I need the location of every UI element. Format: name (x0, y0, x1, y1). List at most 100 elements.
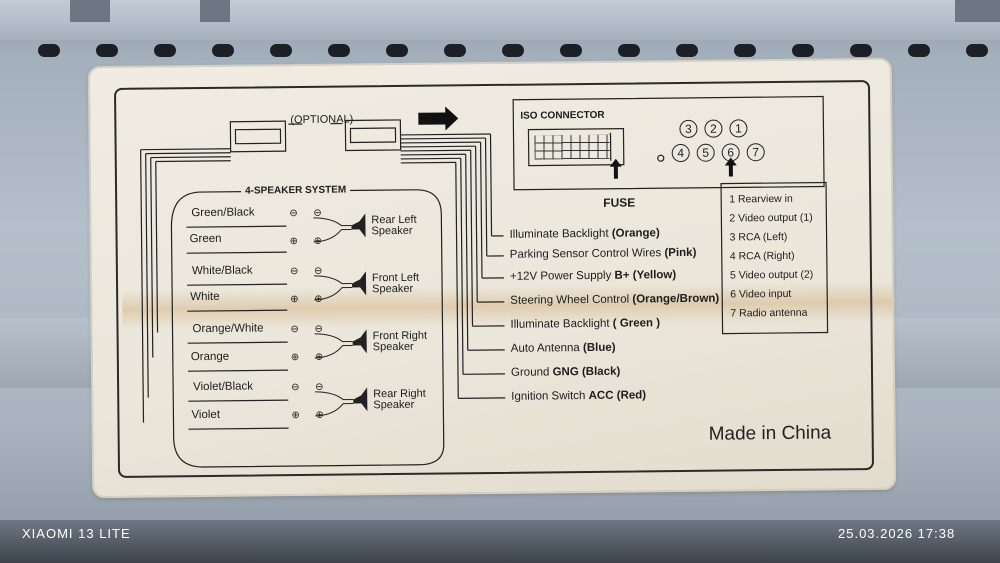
speaker-icon (352, 271, 367, 296)
wire-color: GNG (Black) (552, 365, 621, 379)
iso-plug (527, 128, 625, 167)
svg-text:⊖: ⊖ (315, 382, 324, 393)
svg-text:⊖: ⊖ (290, 266, 299, 277)
svg-text:⊕: ⊕ (314, 236, 323, 247)
vent-hole (734, 44, 756, 57)
iso-box (512, 95, 825, 191)
wire-color: (Blue) (582, 341, 616, 355)
speaker-wire-label: Violet/Black (193, 380, 254, 394)
pin-number: 5 (696, 143, 715, 162)
wire-label: +12V Power Supply B+ (Yellow) (510, 269, 676, 283)
svg-text:⊕: ⊕ (315, 410, 324, 421)
optional-label: (OPTIONAL) (290, 113, 354, 127)
speaker-icon (352, 329, 367, 354)
wire-label: Steering Wheel Control (Orange/Brown) (510, 293, 719, 307)
speaker-wire-label: White (190, 290, 220, 304)
wire-label: Illuminate Backlight (Orange) (509, 227, 659, 241)
svg-text:⊕: ⊕ (291, 410, 300, 421)
speaker-label-line2: Speaker (373, 398, 415, 412)
pin-number: 3 (679, 119, 698, 139)
speaker-group-box (170, 189, 445, 468)
wire-name: Steering Wheel Control (510, 293, 633, 307)
legend-item: 3 RCA (Left) (729, 230, 788, 244)
vent-hole (908, 44, 930, 57)
legend-item: 6 Video input (730, 287, 792, 301)
wire-name: Ground (510, 366, 553, 379)
speaker-icon (351, 213, 366, 238)
pin-arrow-icon (724, 157, 737, 177)
pin-number: 2 (704, 119, 723, 138)
radio-top-rail (0, 0, 1000, 40)
wire-color: ACC (Red) (588, 389, 647, 402)
wire-label: Parking Sensor Control Wires (Pink) (510, 247, 697, 261)
speaker-label-line2: Speaker (372, 282, 414, 296)
vent-hole (502, 44, 524, 57)
rail-slot (70, 0, 110, 22)
legend-box (720, 181, 829, 335)
device-watermark: XIAOMI 13 LITE (22, 526, 131, 541)
right-connector (344, 119, 402, 152)
wire-name: +12V Power Supply (509, 269, 615, 283)
vent-holes (0, 44, 1000, 60)
vent-hole (966, 44, 988, 57)
svg-text:⊖: ⊖ (290, 324, 299, 335)
wire-label: Ground GNG (Black) (511, 366, 620, 379)
svg-text:⊕: ⊕ (315, 352, 324, 363)
wire-name: Illuminate Backlight (510, 317, 613, 331)
speaker-label-line2: Speaker (371, 224, 413, 238)
speaker-wire-label: Orange (190, 350, 230, 364)
datetime-watermark: 25.03.2026 17:38 (838, 526, 956, 541)
pin-number: 6 (721, 143, 740, 162)
wire-label: Ignition Switch ACC (Red) (511, 389, 646, 402)
wire-color: (Orange/Brown) (632, 292, 720, 306)
legend-item: 7 Radio antenna (730, 306, 808, 320)
vent-hole (386, 44, 408, 57)
vent-hole (96, 44, 118, 57)
pin-number: 1 (729, 119, 748, 138)
wire-name: Ignition Switch (511, 389, 589, 403)
speaker-icons (351, 213, 368, 412)
vent-hole (212, 44, 234, 57)
svg-text:⊖: ⊖ (289, 208, 298, 219)
rail-slot (200, 0, 230, 22)
speaker-icon (353, 387, 368, 412)
left-connector (229, 120, 287, 153)
vent-hole (444, 44, 466, 57)
vent-hole (792, 44, 814, 57)
fuse-arrow-icon (609, 158, 622, 179)
vent-hole (676, 44, 698, 57)
speaker-label-line2: Speaker (372, 340, 414, 354)
speaker-wire-label: Green (189, 232, 222, 246)
wire-color: B+ (Yellow) (614, 269, 677, 282)
arrow-right-icon (418, 106, 459, 131)
fuse-label: FUSE (603, 195, 636, 210)
vent-hole (328, 44, 350, 57)
wire-label: Illuminate Backlight ( Green ) (510, 317, 660, 331)
wire-color: ( Green ) (612, 317, 661, 330)
wire-color: (Pink) (664, 246, 697, 260)
svg-text:⊖: ⊖ (314, 266, 323, 277)
speaker-wire-label: Orange/White (192, 322, 264, 336)
svg-text:⊖: ⊖ (291, 382, 300, 393)
svg-text:⊕: ⊕ (290, 294, 299, 305)
small-hole (657, 154, 665, 162)
svg-text:⊕: ⊕ (291, 352, 300, 363)
wire-name: Auto Antenna (510, 342, 584, 355)
legend-item: 1 Rearview in (729, 192, 793, 206)
wire-label: Auto Antenna (Blue) (511, 342, 616, 355)
speaker-system-title: 4-SPEAKER SYSTEM (241, 184, 351, 197)
vent-hole (560, 44, 582, 57)
right-connector-pins (349, 127, 397, 144)
speaker-wire-label: Green/Black (191, 206, 255, 220)
vent-hole (850, 44, 872, 57)
pin-number: 4 (671, 143, 690, 163)
legend-item: 4 RCA (Right) (729, 249, 795, 263)
wire-name: Illuminate Backlight (509, 227, 612, 241)
legend-item: 2 Video output (1) (729, 211, 813, 225)
rail-slot (955, 0, 1000, 22)
made-in-china: Made in China (708, 422, 832, 445)
legend-item: 5 Video output (2) (729, 268, 814, 282)
